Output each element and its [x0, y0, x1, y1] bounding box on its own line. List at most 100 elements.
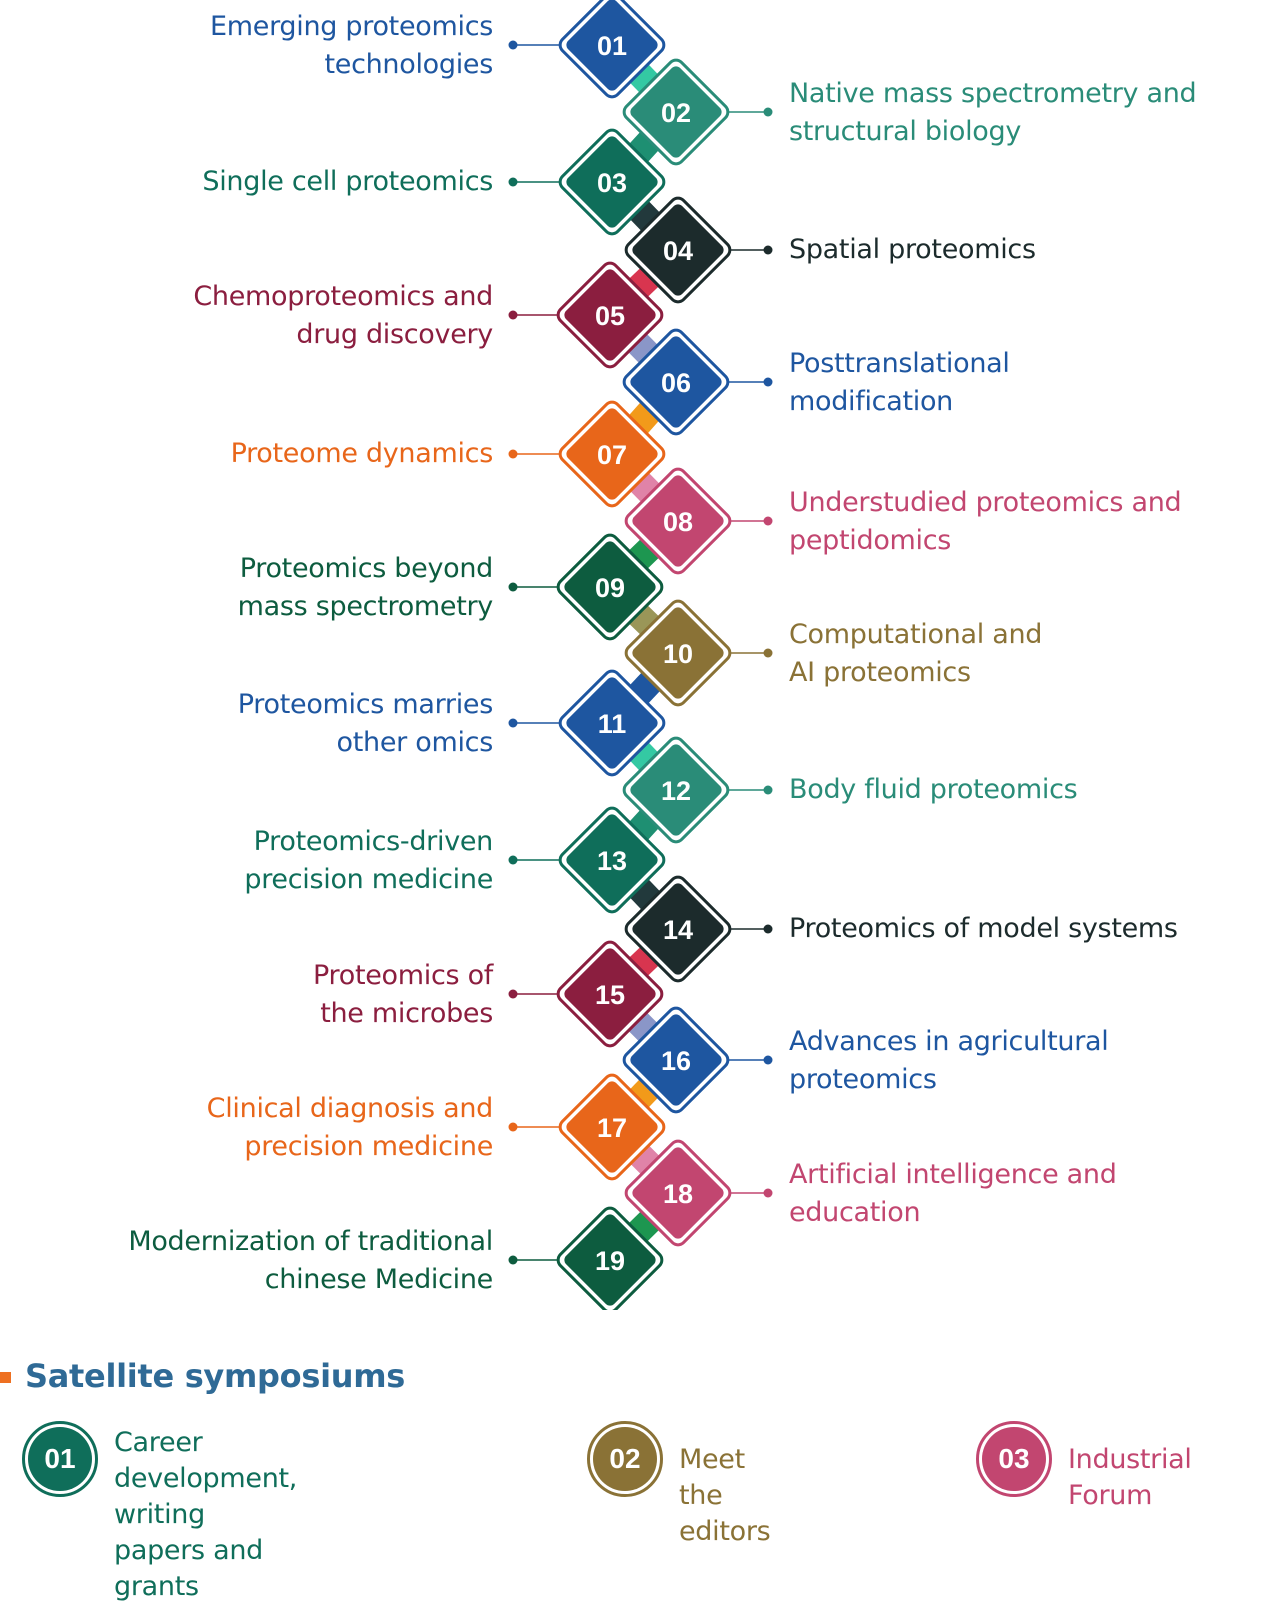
leader-dot [508, 177, 518, 187]
node-number: 01 [597, 31, 627, 61]
topic-node: 12 [622, 736, 730, 844]
topic-label: Body fluid proteomics [789, 774, 1078, 805]
topic-node: 01 [558, 0, 666, 99]
topic-label: Proteomics beyond mass spectrometry [237, 553, 494, 622]
topic-label: Posttranslational modification [789, 348, 1010, 417]
node-diamond [632, 607, 724, 699]
node-diamond [566, 0, 658, 91]
section-marker [0, 1372, 11, 1383]
leader-dot [763, 377, 773, 387]
topic-node: 07 [558, 400, 666, 508]
node-diamond [632, 475, 724, 567]
leader-dot [508, 718, 518, 728]
node-number: 14 [663, 915, 693, 945]
leader-dot [508, 449, 518, 459]
topic-label: Chemoproteomics and drug discovery [193, 281, 493, 350]
node-diamond [630, 1014, 722, 1106]
topic-node: 05 [556, 261, 664, 369]
satellite-label-2: Meet the editors [679, 1444, 771, 1547]
leader-dot [508, 855, 518, 865]
node-diamond [630, 66, 722, 158]
topic-node: 15 [556, 940, 664, 1048]
topic-node: 06 [622, 328, 730, 436]
node-number: 12 [661, 776, 691, 806]
leader-dot [763, 1188, 773, 1198]
node-diamond [564, 541, 656, 633]
topic-node: 18 [624, 1139, 732, 1247]
satellite-badge-1: 01 [22, 1421, 98, 1497]
node-diamond [566, 814, 658, 906]
node-diamond [632, 204, 724, 296]
topic-node: 11 [558, 669, 666, 777]
node-diamond [564, 269, 656, 361]
node-diamond [564, 948, 656, 1040]
node-number: 10 [663, 639, 693, 669]
satellite-label-3: Industrial Forum [1068, 1444, 1192, 1511]
node-diamond [566, 136, 658, 228]
satellite-title: Satellite symposiums [25, 1357, 406, 1395]
topic-label: Computational and AI proteomics [789, 619, 1043, 688]
topic-label: Clinical diagnosis and precision medicin… [206, 1093, 494, 1162]
leader-dot [763, 1055, 773, 1065]
topic-label: Native mass spectrometry and structural … [789, 78, 1197, 147]
topic-label: Emerging proteomics technologies [210, 11, 493, 80]
topic-node: 14 [624, 875, 732, 983]
leader-dot [508, 1255, 518, 1265]
node-diamond [630, 336, 722, 428]
topic-label: Spatial proteomics [789, 234, 1036, 265]
topic-node: 10 [624, 599, 732, 707]
topic-node: 08 [624, 467, 732, 575]
node-diamond [632, 883, 724, 975]
node-diamond [564, 1214, 656, 1306]
node-number: 17 [597, 1113, 627, 1143]
node-number: 09 [595, 573, 625, 603]
topic-label: Proteomics of the microbes [313, 960, 493, 1029]
node-number: 03 [597, 168, 627, 198]
node-number: 15 [595, 980, 625, 1010]
leader-dot [508, 310, 518, 320]
topic-node: 13 [558, 806, 666, 914]
satellite-badge-2: 02 [587, 1421, 663, 1497]
satellite-label-1: Career development, writing papers and g… [114, 1427, 298, 1602]
node-number: 19 [595, 1246, 625, 1276]
leader-dot [763, 516, 773, 526]
topic-label: Proteomics of model systems [789, 913, 1178, 944]
topic-label: Modernization of traditional chinese Med… [128, 1226, 493, 1295]
leader-dot [508, 1122, 518, 1132]
topic-node: 17 [558, 1073, 666, 1181]
leader-dot [508, 40, 518, 50]
topic-node: 02 [622, 58, 730, 166]
leader-dot [763, 785, 773, 795]
topic-label: Artificial intelligence and education [789, 1159, 1117, 1228]
topic-label: Single cell proteomics [202, 166, 493, 197]
node-number: 11 [598, 709, 627, 739]
node-number: 05 [595, 301, 625, 331]
node-diamond [632, 1147, 724, 1239]
topic-label: Understudied proteomics and peptidomics [789, 487, 1182, 556]
leader-dot [763, 648, 773, 658]
topic-label: Proteomics-driven precision medicine [244, 826, 493, 895]
leader-dot [763, 107, 773, 117]
leader-dot [508, 989, 518, 999]
node-number: 02 [661, 98, 691, 128]
topic-node: 19 [556, 1206, 664, 1310]
topic-label: Advances in agricultural proteomics [789, 1026, 1109, 1095]
topic-node: 03 [558, 128, 666, 236]
node-diamond [566, 408, 658, 500]
topic-node: 09 [556, 533, 664, 641]
node-number: 08 [663, 507, 693, 537]
topic-node: 16 [622, 1006, 730, 1114]
topic-label: Proteome dynamics [230, 438, 494, 469]
leader-dot [763, 245, 773, 255]
leader-dot [508, 582, 518, 592]
leader-dot [763, 924, 773, 934]
node-number: 13 [597, 846, 627, 876]
topic-node: 04 [624, 196, 732, 304]
leader-lines [508, 40, 773, 1265]
node-diamond [566, 677, 658, 769]
node-number: 16 [661, 1046, 691, 1076]
node-number: 06 [661, 368, 691, 398]
node-number: 18 [663, 1179, 693, 1209]
